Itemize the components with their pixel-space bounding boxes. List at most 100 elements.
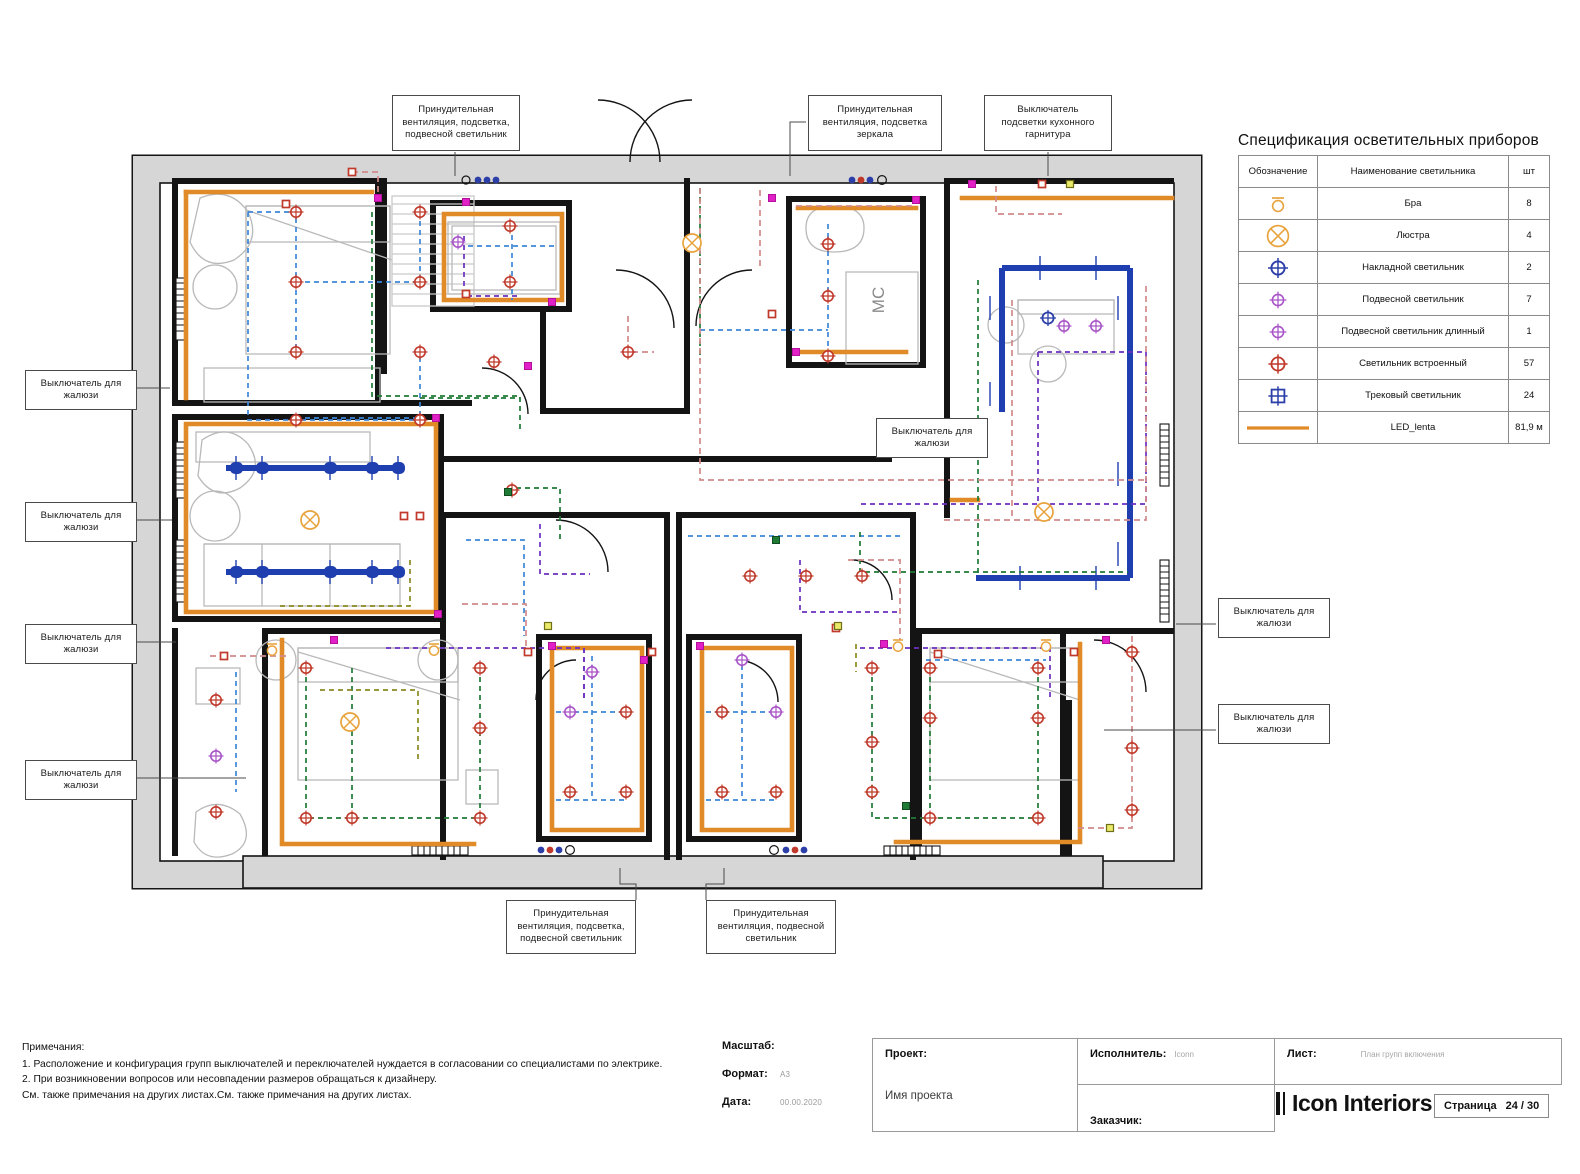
spec-header-row: Обозначение Наименование светильника шт: [1238, 155, 1550, 188]
sheet-value: План групп включения: [1360, 1050, 1445, 1059]
spec-name: Люстра: [1317, 219, 1509, 252]
callout-text: Выключатель для жалюзи: [1233, 605, 1315, 630]
meta-format-value: A3: [780, 1070, 791, 1079]
spec-qty: 4: [1508, 219, 1550, 252]
project-cell: Проект: Имя проекта: [872, 1038, 1078, 1132]
spec-name: Подвесной светильник длинный: [1317, 315, 1509, 348]
callout-blind-switch-6: Выключатель для жалюзи: [1218, 598, 1330, 638]
callout-text: Принудительная вентиляция, подсветка, по…: [402, 104, 510, 141]
meta-block: Масштаб: Формат: A3 Дата: 00.00.2020: [722, 1040, 862, 1124]
spec-qty: 7: [1508, 283, 1550, 316]
sconce-icon: [1242, 191, 1314, 217]
customer-label: Заказчик:: [1090, 1115, 1143, 1127]
note-line-3: См. также примечания на других листах.См…: [22, 1089, 412, 1101]
meta-format-row: Формат: A3: [722, 1068, 862, 1096]
track-lighting: [226, 256, 1133, 590]
callout-text: Принудительная вентиляция, подвесной све…: [717, 908, 825, 945]
spec-qty: 57: [1508, 347, 1550, 380]
spec-table: Обозначение Наименование светильника шт …: [1238, 155, 1550, 444]
interior-walls: [172, 178, 1174, 860]
callout-ventilation-bathroom-1: Принудительная вентиляция, подсветка, по…: [392, 95, 520, 151]
logo-bar2-icon: [1283, 1092, 1285, 1115]
project-value: Имя проекта: [885, 1090, 953, 1102]
callout-text: Выключатель для жалюзи: [891, 425, 973, 450]
spec-name: Бра: [1317, 187, 1509, 220]
spec-title: Спецификация осветительных приборов: [1238, 132, 1539, 149]
callout-text: Выключатель для жалюзи: [1233, 711, 1315, 736]
callout-ventilation-bathroom-3: Принудительная вентиляция, подвесной све…: [706, 900, 836, 954]
spec-symbol-cell: [1238, 219, 1318, 252]
notes-block: Примечания: 1. Расположение и конфигурац…: [22, 1040, 712, 1103]
circuit-runs: [210, 171, 1147, 829]
performer-value: Iconn: [1174, 1050, 1195, 1059]
callout-text: Выключатель для жалюзи: [40, 767, 122, 792]
sheet-label: Лист:: [1287, 1048, 1317, 1060]
spec-row: Бра 8: [1238, 187, 1550, 220]
note-line-2: 2. При возникновении вопросов или несовп…: [22, 1074, 437, 1085]
meta-format-label: Формат:: [722, 1068, 768, 1080]
meta-date-value: 00.00.2020: [780, 1098, 823, 1107]
project-label: Проект:: [885, 1048, 928, 1060]
spec-row: Подвесной светильник 7: [1238, 283, 1550, 316]
meta-date-row: Дата: 00.00.2020: [722, 1096, 862, 1124]
note-line-1: 1. Расположение и конфигурация групп вык…: [22, 1058, 663, 1070]
spec-symbol-cell: [1238, 379, 1318, 412]
spec-symbol-cell: [1238, 411, 1318, 444]
room-label-mc: МС: [869, 287, 888, 313]
radiators: [175, 277, 1170, 856]
spec-row: Светильник встроенный 57: [1238, 347, 1550, 380]
callout-kitchen-light-switch: Выключатель подсветки кухонного гарнитур…: [984, 95, 1112, 151]
spec-row: LED_lenta 81,9 м: [1238, 411, 1550, 444]
spec-qty: 81,9 м: [1508, 411, 1550, 444]
spec-row: Трековый светильник 24: [1238, 379, 1550, 412]
callout-text: Выключатель для жалюзи: [40, 377, 122, 402]
callout-text: Принудительная вентиляция, подсветка зер…: [822, 104, 928, 141]
meta-scale-label: Масштаб:: [722, 1040, 775, 1052]
spec-header-qty: шт: [1508, 155, 1550, 188]
track-light-icon: [1242, 383, 1314, 409]
spec-symbol-cell: [1238, 347, 1318, 380]
sheet-cell: Лист: План групп включения: [1274, 1038, 1562, 1085]
spec-header-symbol: Обозначение: [1238, 155, 1318, 188]
callout-ventilation-bathroom-2: Принудительная вентиляция, подсветка, по…: [506, 900, 636, 954]
spec-qty: 24: [1508, 379, 1550, 412]
callout-blind-switch-4: Выключатель для жалюзи: [25, 760, 137, 800]
spec-name: Подвесной светильник: [1317, 283, 1509, 316]
spec-symbol-cell: [1238, 315, 1318, 348]
spec-symbol-cell: [1238, 283, 1318, 316]
recessed-light-icon: [1242, 351, 1314, 377]
spec-qty: 8: [1508, 187, 1550, 220]
notes-heading: Примечания:: [22, 1042, 85, 1053]
meta-date-label: Дата:: [722, 1096, 752, 1108]
performer-cell: Исполнитель: Iconn: [1077, 1038, 1275, 1085]
callout-text: Выключатель подсветки кухонного гарнитур…: [1001, 104, 1095, 141]
spec-symbol-cell: [1238, 251, 1318, 284]
callout-blind-switch-2: Выключатель для жалюзи: [25, 502, 137, 542]
page-indicator: Страница 24 / 30: [1434, 1094, 1550, 1118]
callout-text: Принудительная вентиляция, подсветка, по…: [517, 908, 625, 945]
spec-name: LED_lenta: [1317, 411, 1509, 444]
switch-markers: [219, 167, 1115, 855]
brand-logo: Icon Interiors: [1276, 1090, 1432, 1117]
callout-text: Выключатель для жалюзи: [40, 509, 122, 534]
meta-scale-row: Масштаб:: [722, 1040, 862, 1068]
callout-blind-switch-5: Выключатель для жалюзи: [876, 418, 988, 458]
spec-symbol-cell: [1238, 187, 1318, 220]
page-number: 24 / 30: [1505, 1100, 1540, 1112]
pendant-long-icon: [1242, 319, 1314, 345]
spec-qty: 2: [1508, 251, 1550, 284]
callout-blind-switch-3: Выключатель для жалюзи: [25, 624, 137, 664]
spec-name: Трековый светильник: [1317, 379, 1509, 412]
title-block: Проект: Имя проекта Исполнитель: Iconn З…: [872, 1038, 1562, 1132]
spec-qty: 1: [1508, 315, 1550, 348]
spec-row: Подвесной светильник длинный 1: [1238, 315, 1550, 348]
logo-bar-icon: [1276, 1092, 1280, 1115]
callout-ventilation-mirror: Принудительная вентиляция, подсветка зер…: [808, 95, 942, 151]
spec-row: Люстра 4: [1238, 219, 1550, 252]
customer-cell: Заказчик:: [1077, 1084, 1275, 1132]
surface-light-icon: [1242, 255, 1314, 281]
performer-label: Исполнитель:: [1090, 1048, 1167, 1060]
callout-blind-switch-7: Выключатель для жалюзи: [1218, 704, 1330, 744]
logo-text: Icon Interiors: [1292, 1090, 1433, 1116]
